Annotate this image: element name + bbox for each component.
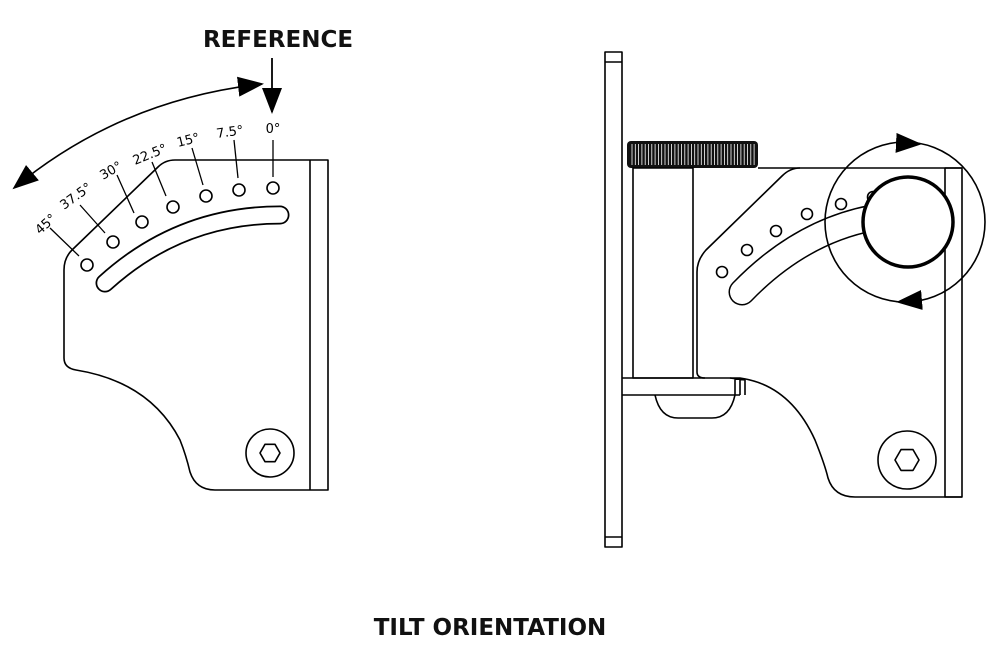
wall-plate: [604, 51, 623, 548]
angle-label-7-5: 7.5°: [215, 123, 244, 142]
angle-label-30: 30°: [98, 159, 125, 184]
pivot-housing: [632, 167, 694, 379]
angle-label-37-5: 37.5°: [58, 180, 95, 213]
detent-holes-right: [715, 190, 880, 279]
left-bracket-view: REFERENCE 0° 7.5° 15° 22.5° 30° 37.5° 45…: [12, 27, 353, 491]
angle-label-0: 0°: [266, 122, 281, 137]
tilt-knob: [861, 175, 955, 269]
dome-nut: [654, 394, 736, 419]
diagram-caption: TILT ORIENTATION: [374, 615, 607, 641]
leader-lines: [49, 139, 274, 257]
reference-label: REFERENCE: [203, 27, 353, 53]
hex-socket-icon: [259, 443, 281, 463]
bracket-outline: [63, 159, 329, 491]
angle-label-15: 15°: [175, 131, 201, 151]
tilt-range-arrow: [12, 76, 264, 190]
bracket-outline-right: [696, 167, 801, 379]
bolt-head: [245, 428, 295, 478]
bolt-head-right: [877, 430, 937, 490]
angle-label-22-5: 22.5°: [131, 142, 169, 169]
knurled-knob: [627, 141, 758, 168]
detent-holes: [80, 181, 280, 272]
right-assembly-view: [604, 51, 986, 548]
hex-socket-icon-right: [894, 448, 920, 472]
